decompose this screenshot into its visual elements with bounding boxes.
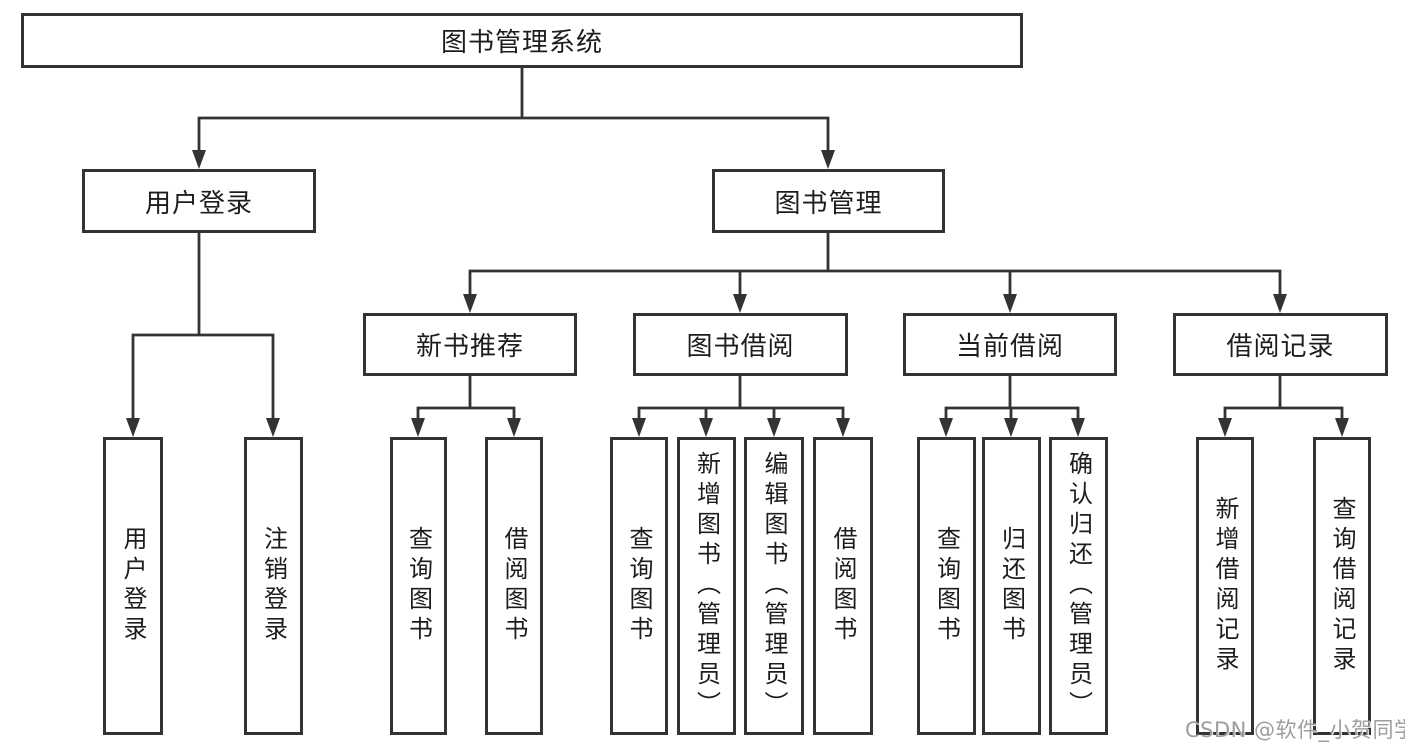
- node-module-book-borrow: 图书借阅: [633, 313, 848, 376]
- leaf-logout: 注销登录: [244, 437, 303, 735]
- arrow-down-icon: [939, 418, 953, 437]
- arrow-down-icon: [411, 418, 425, 437]
- node-label: 归还图书: [997, 526, 1026, 646]
- arrow-down-icon: [266, 418, 280, 437]
- leaf-add-borrow-record: 新增借阅记录: [1196, 437, 1254, 735]
- node-module-new-books: 新书推荐: [363, 313, 577, 376]
- node-label: 查询图书: [404, 526, 433, 646]
- arrow-down-icon: [836, 418, 850, 437]
- node-label: 确认归还（管理员）: [1064, 451, 1093, 721]
- leaf-query-books-current: 查询图书: [917, 437, 976, 735]
- node-label: 图书管理: [774, 188, 883, 219]
- node-label: 用户登录: [144, 188, 253, 219]
- node-book-mgmt: 图书管理: [712, 169, 945, 233]
- arrow-down-icon: [126, 418, 140, 437]
- node-label: 编辑图书（管理员）: [760, 451, 788, 721]
- arrow-down-icon: [1335, 418, 1349, 437]
- leaf-edit-book-admin: 编辑图书（管理员）: [744, 437, 804, 735]
- node-module-borrow-records: 借阅记录: [1173, 313, 1388, 376]
- leaf-add-book-admin: 新增图书（管理员）: [677, 437, 736, 735]
- arrow-down-icon: [699, 418, 713, 437]
- arrowheads: [126, 150, 1349, 437]
- arrow-down-icon: [1004, 418, 1018, 437]
- node-user-login: 用户登录: [82, 169, 316, 233]
- leaf-query-borrow-record: 查询借阅记录: [1313, 437, 1371, 735]
- leaf-borrow-books-borrow: 借阅图书: [813, 437, 873, 735]
- connector-user-login-fork: [131, 333, 275, 420]
- node-label: 借阅图书: [829, 526, 857, 646]
- node-label: 图书借阅: [686, 332, 795, 362]
- node-root-system: 图书管理系统: [21, 13, 1023, 68]
- leaf-confirm-return-admin: 确认归还（管理员）: [1049, 437, 1108, 735]
- connector-book-borrow-fork: [637, 406, 845, 420]
- node-label: 用户登录: [119, 526, 147, 646]
- node-label: 借阅图书: [500, 526, 528, 646]
- arrow-down-icon: [1218, 418, 1232, 437]
- node-label: 注销登录: [259, 526, 288, 646]
- arrow-down-icon: [463, 294, 477, 313]
- node-label: 新增图书（管理员）: [692, 451, 721, 721]
- arrow-down-icon: [507, 418, 521, 437]
- node-label: 新书推荐: [415, 332, 524, 362]
- leaf-user-login: 用户登录: [103, 437, 163, 735]
- node-module-current-borrow: 当前借阅: [903, 313, 1117, 376]
- arrow-down-icon: [632, 418, 646, 437]
- node-label: 借阅记录: [1226, 332, 1335, 362]
- leaf-query-books-borrow: 查询图书: [610, 437, 668, 735]
- connector-level1-fork: [197, 116, 830, 152]
- node-label: 查询图书: [625, 526, 653, 646]
- node-label: 当前借阅: [955, 332, 1064, 362]
- arrow-down-icon: [192, 150, 206, 169]
- node-label: 查询借阅记录: [1328, 496, 1356, 676]
- leaf-query-books-newbooks: 查询图书: [390, 437, 447, 735]
- node-label: 查询图书: [932, 526, 961, 646]
- leaf-return-book: 归还图书: [982, 437, 1041, 735]
- leaf-borrow-books-newbooks: 借阅图书: [485, 437, 543, 735]
- connector-modules-fork: [468, 269, 1282, 296]
- node-label: 新增借阅记录: [1211, 496, 1239, 676]
- connector-new-books-fork: [416, 406, 516, 420]
- watermark-text: CSDN @软件_小贺同学: [1185, 718, 1405, 742]
- arrow-down-icon: [1003, 294, 1017, 313]
- arrow-down-icon: [733, 294, 747, 313]
- arrow-down-icon: [1273, 294, 1287, 313]
- arrow-down-icon: [1071, 418, 1085, 437]
- arrow-down-icon: [821, 150, 835, 169]
- arrow-down-icon: [767, 418, 781, 437]
- node-label: 图书管理系统: [440, 28, 603, 58]
- connector-borrow-records-fork: [1223, 406, 1344, 420]
